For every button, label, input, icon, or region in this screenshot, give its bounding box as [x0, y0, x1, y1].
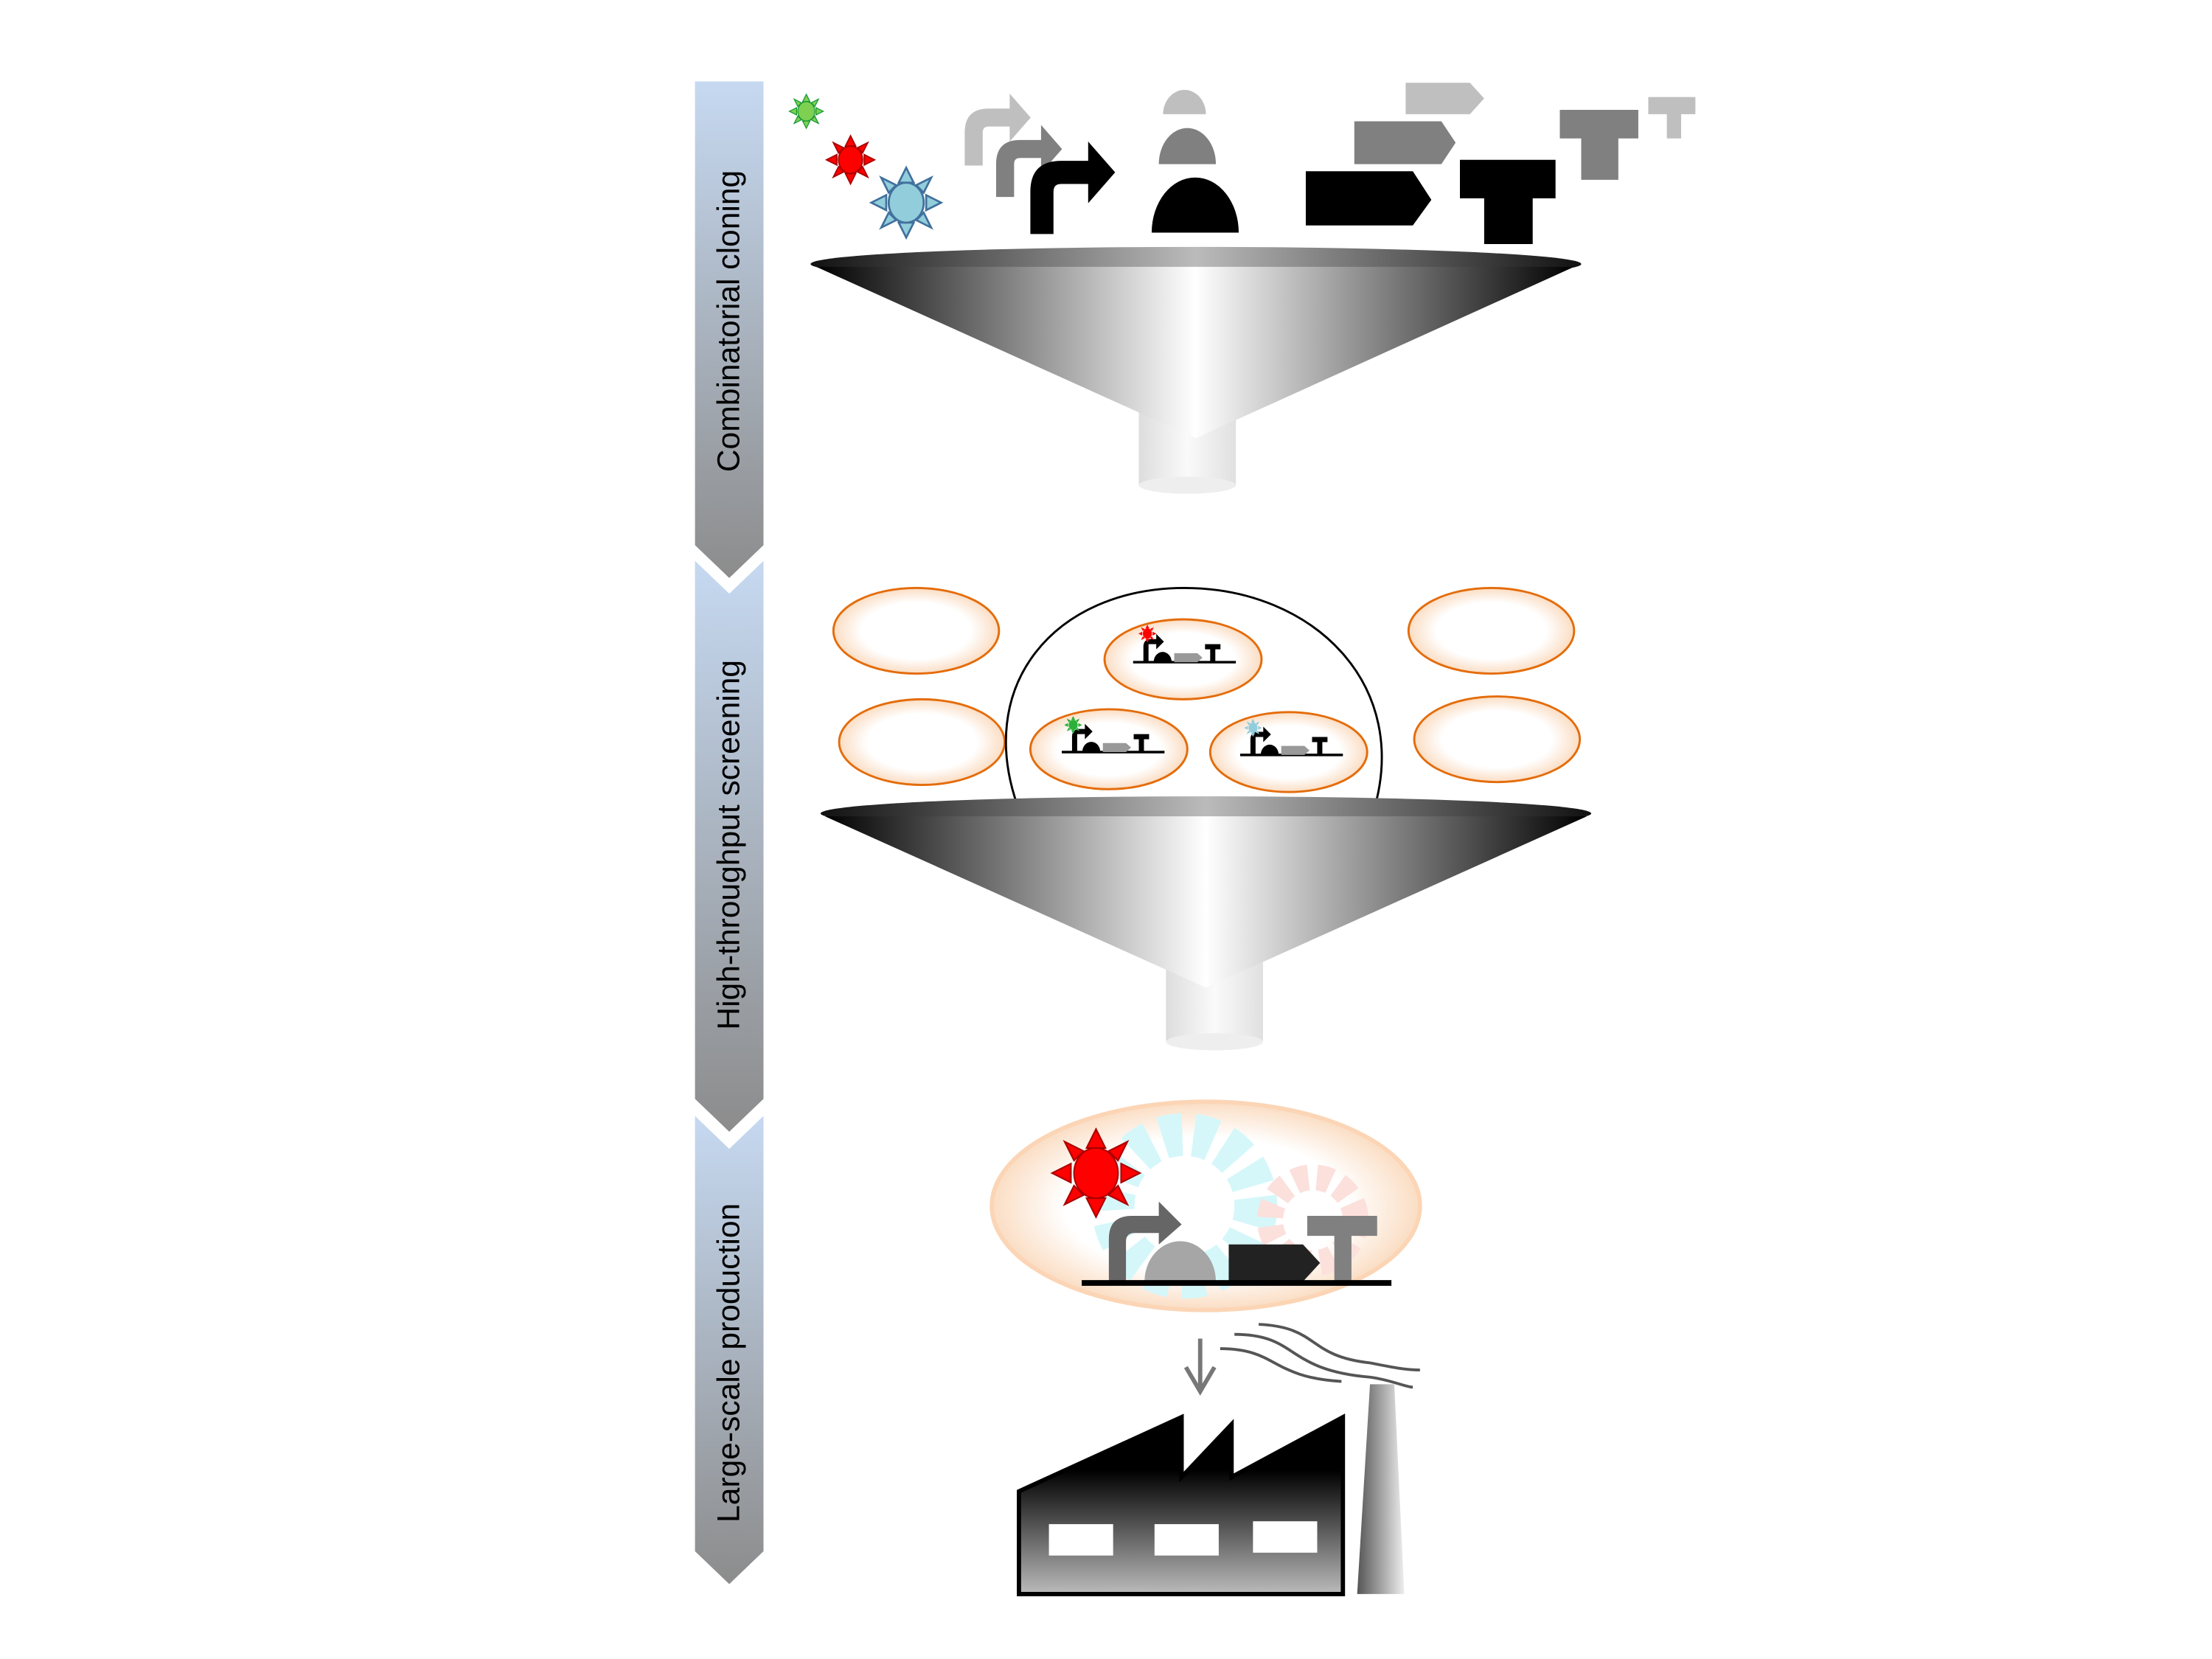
cell-icon: [832, 586, 1001, 675]
candidate-cells: [1029, 618, 1368, 793]
stage-arrow-combinatorial-cloning: Combinatorial cloning: [695, 81, 764, 578]
smoke-icon: [1220, 1323, 1420, 1389]
production-cell: [990, 1099, 1422, 1312]
cell-library: [832, 586, 1582, 786]
cell-icon: [1413, 695, 1582, 784]
stage-label-combinatorial-cloning: Combinatorial cloning: [712, 170, 747, 472]
stage-arrow-high-throughput-screening: High-throughput screening: [695, 560, 764, 1132]
terminator-icons: [1460, 97, 1696, 244]
promoter-icons: [964, 93, 1116, 234]
down-arrow-icon: [1183, 1338, 1217, 1396]
sun-icon-red: [825, 135, 876, 185]
sun-icon-blue: [869, 166, 943, 239]
cell-icon: [838, 698, 1006, 786]
stage-label-large-scale-production: Large-scale production: [712, 1203, 747, 1523]
selection-dome: [1004, 586, 1383, 814]
funnel-icon-screening: [820, 796, 1592, 1051]
cell-icon: [1407, 586, 1576, 675]
stage-arrow-large-scale-production: Large-scale production: [695, 1116, 764, 1585]
cds-icons: [1305, 83, 1484, 226]
factory-icon: [1017, 1384, 1405, 1596]
sun-icon-green: [788, 94, 824, 129]
rbs-icons: [1151, 89, 1239, 233]
stage-label-high-throughput-screening: High-throughput screening: [712, 660, 747, 1030]
funnel-icon-cloning: [810, 246, 1582, 494]
